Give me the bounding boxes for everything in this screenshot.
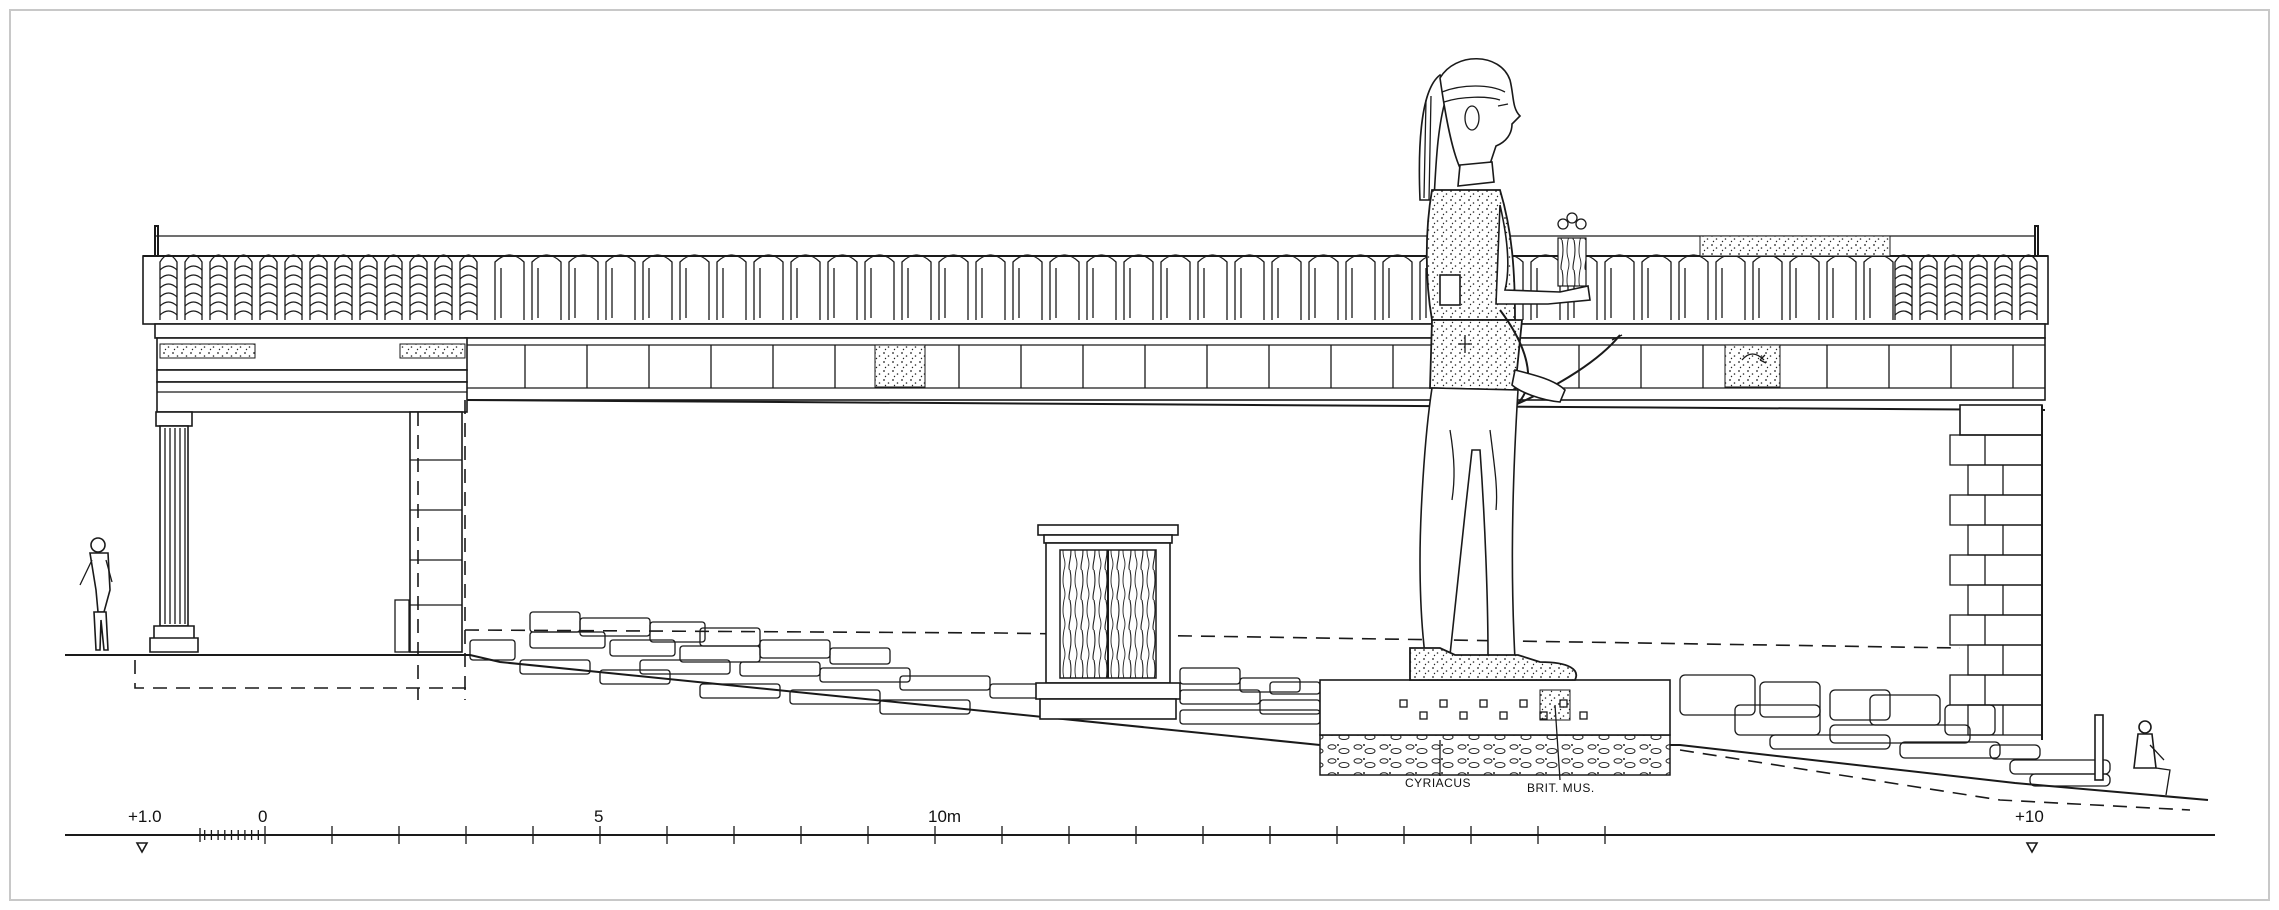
colossal-kouros-statue (1409, 58, 1623, 681)
scale-tick-zero: 0 (258, 807, 267, 826)
ionic-column (159, 425, 189, 627)
altar (1035, 524, 1181, 720)
statue-head (1439, 58, 1522, 169)
entablature (156, 337, 2046, 413)
scale-tick-ten: 10m (928, 807, 961, 826)
statue-feet (1409, 647, 1578, 681)
frame-border (9, 9, 2270, 901)
annotation-brit-mus: BRIT. MUS. (1527, 781, 1595, 795)
standing-human-figure (79, 537, 113, 651)
roof-tiles-left (159, 254, 478, 320)
statue-base (1319, 679, 1671, 736)
right-wall (1949, 404, 2043, 740)
architrave-blocks (464, 337, 2046, 401)
roof-tiles-main (494, 254, 1894, 320)
column-base (149, 625, 199, 653)
seated-human-figure (2094, 714, 2171, 796)
column-capital (155, 411, 193, 427)
scale-level-right: +10 (2015, 807, 2044, 826)
porch (149, 400, 466, 700)
roof-tiles-right (1894, 254, 2038, 320)
figurines (1557, 212, 1587, 287)
scale-level-left: +1.0 (128, 807, 162, 826)
roof-stippled-patch (1699, 235, 1891, 257)
ground-and-ruins (65, 611, 2209, 811)
scale-bar (65, 826, 2215, 854)
roof-tile-band (142, 255, 2049, 325)
roof (142, 225, 2049, 339)
annotation-cyriacus: CYRIACUS (1405, 776, 1471, 790)
statue-base-foundation (1319, 734, 1671, 776)
scale-tick-five: 5 (594, 807, 603, 826)
